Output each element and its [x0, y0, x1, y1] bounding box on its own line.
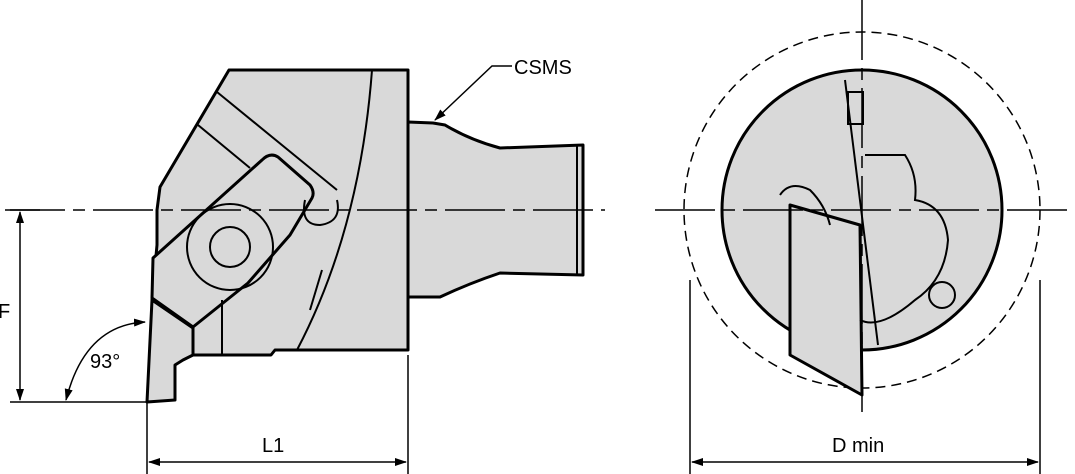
side-view [145, 68, 585, 404]
dimension-d-min: D min [689, 280, 1041, 474]
label-csms: CSMS [514, 57, 572, 79]
label-angle: 93° [90, 351, 120, 373]
label-f: F [0, 301, 10, 323]
dimension-angle: 93° [64, 318, 146, 401]
callout-csms: CSMS [434, 57, 572, 121]
screw-head [186, 203, 274, 291]
label-d-min: D min [832, 435, 884, 457]
insert [150, 153, 315, 329]
dimension-l1: L1 [146, 355, 409, 474]
insert-seat [145, 298, 195, 404]
torx-icon [209, 226, 251, 268]
dimension-f: F [0, 209, 147, 403]
label-l1: L1 [262, 435, 284, 457]
